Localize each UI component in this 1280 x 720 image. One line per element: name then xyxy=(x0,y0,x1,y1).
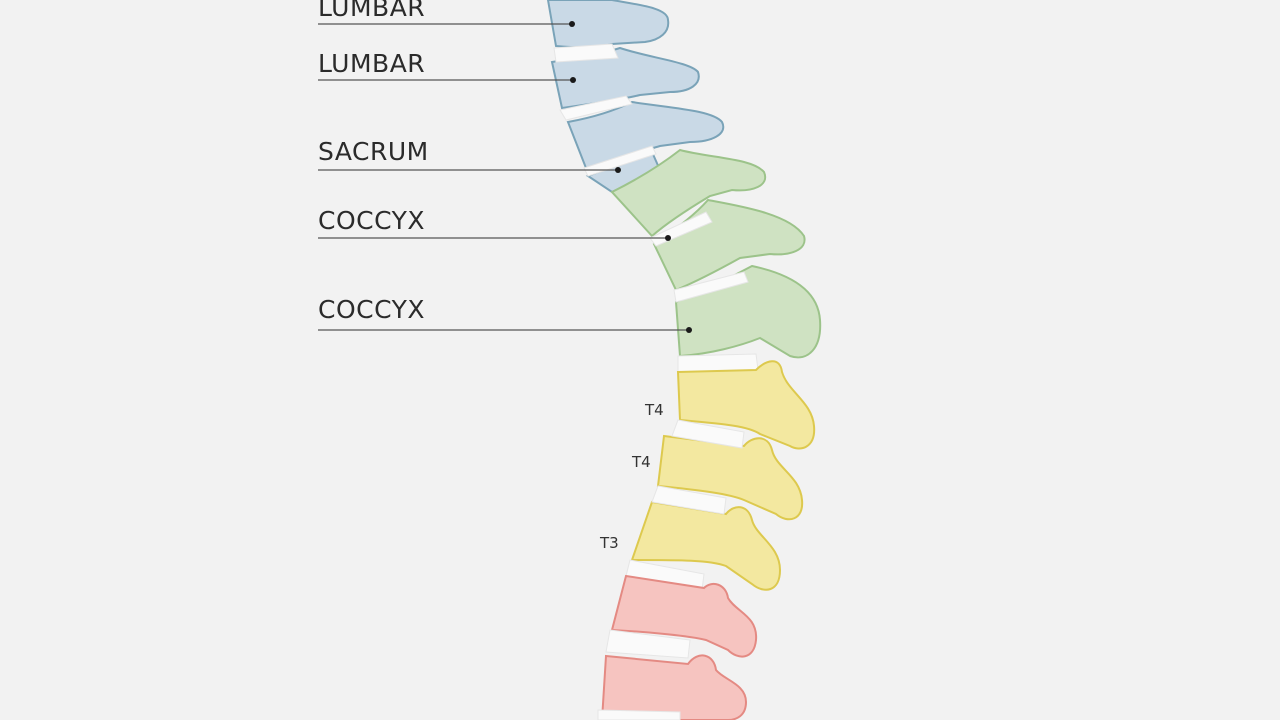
label-t4-upper: T4 xyxy=(644,401,664,419)
disc-yellow-2 xyxy=(651,485,727,515)
vertebrae-green-group xyxy=(610,148,822,373)
label-lumbar-1: LUMBAR xyxy=(318,0,425,22)
leader-dot-lumbar-2 xyxy=(570,77,576,83)
label-sacrum: SACRUM xyxy=(318,137,429,166)
spine-illustration xyxy=(546,0,822,720)
vertebra-yellow-2 xyxy=(656,434,804,521)
leader-dot-sacrum xyxy=(615,167,621,173)
disc-green-2 xyxy=(673,271,749,303)
vertebra-yellow-3 xyxy=(630,500,782,591)
label-t3: T3 xyxy=(599,534,619,552)
vertebra-red-2 xyxy=(600,654,748,720)
vertebra-yellow-1 xyxy=(676,360,816,450)
leader-dot-coccyx-2 xyxy=(686,327,692,333)
label-lumbar-2: LUMBAR xyxy=(318,49,425,78)
region-labels: LUMBAR LUMBAR SACRUM COCCYX COCCYX xyxy=(318,0,429,324)
disc-red-2 xyxy=(597,709,681,720)
leader-dot-coccyx-1 xyxy=(665,235,671,241)
disc-blue-1 xyxy=(553,43,619,63)
label-t4-lower: T4 xyxy=(631,453,651,471)
vertebrae-yellow-group xyxy=(625,360,816,591)
vertebra-green-1 xyxy=(610,148,767,238)
disc-yellow-1 xyxy=(671,419,745,449)
vertebrae-blue-group xyxy=(546,0,725,194)
label-coccyx-2: COCCYX xyxy=(318,295,425,324)
leader-dot-lumbar-1 xyxy=(569,21,575,27)
vertebrae-red-group xyxy=(597,574,758,720)
label-coccyx-1: COCCYX xyxy=(318,206,425,235)
vertebra-red-1 xyxy=(610,574,758,658)
vertebra-labels: T4 T4 T3 xyxy=(599,401,664,552)
disc-blue-2 xyxy=(559,95,633,121)
disc-blue-3 xyxy=(583,145,657,177)
disc-red-1 xyxy=(605,629,691,659)
leader-lines xyxy=(318,21,692,333)
